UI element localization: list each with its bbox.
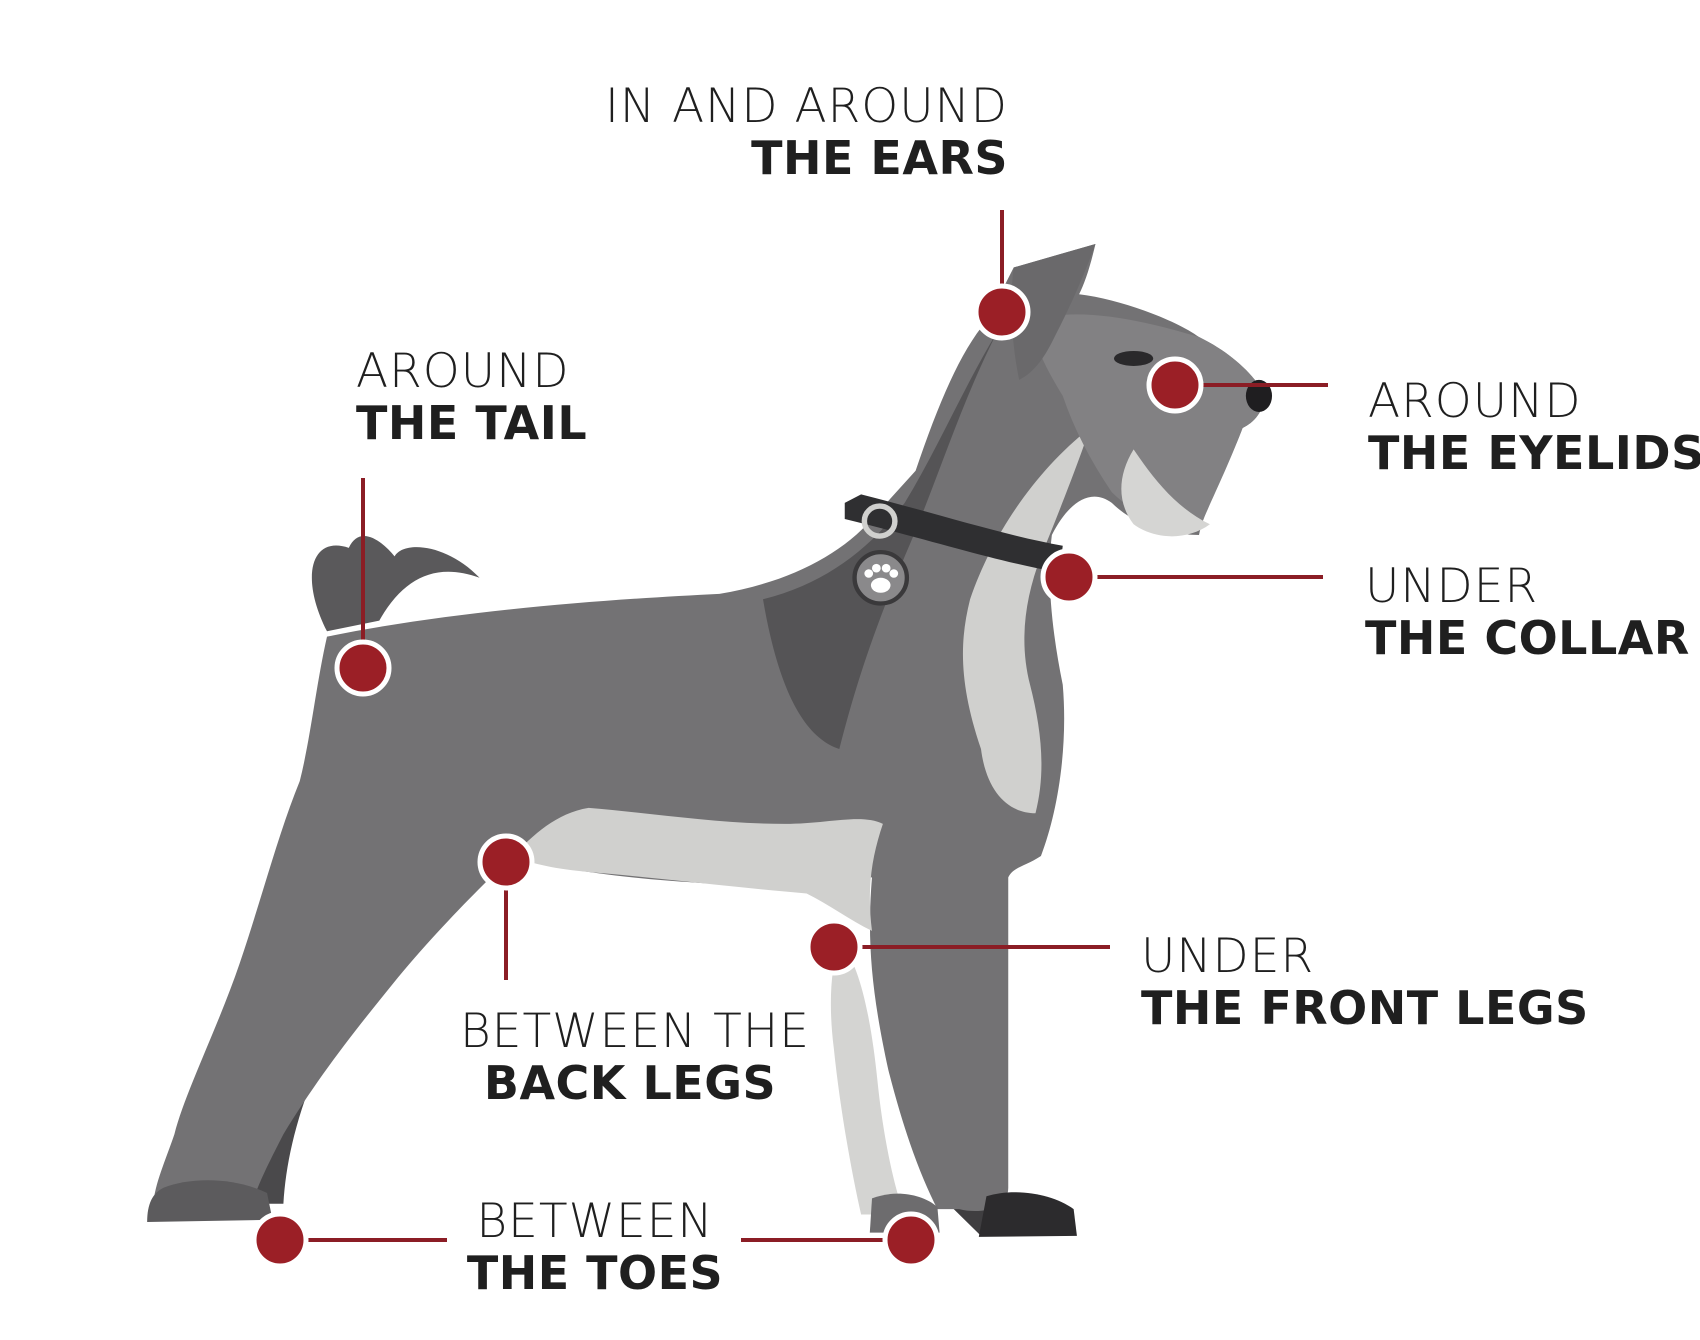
label-collar: UNDER THE COLLAR [1365, 559, 1690, 666]
dog-tail [311, 535, 480, 632]
marker-dot-back-legs [477, 833, 535, 891]
dog-head [1030, 314, 1265, 530]
dog-mane [763, 331, 998, 750]
marker-dot-toes-back [251, 1211, 309, 1269]
dog-body [152, 243, 1265, 1215]
label-back-legs: BETWEEN THE BACK LEGS [460, 1004, 810, 1111]
marker-dot-collar [1040, 548, 1098, 606]
dog-front-paw [978, 1192, 1077, 1237]
collar-ring [861, 503, 898, 539]
dog-collar [844, 494, 1063, 573]
dog-eye [1113, 350, 1154, 366]
dog-back-paw [147, 1180, 273, 1222]
marker-dot-toes-front [882, 1211, 940, 1269]
paw-print-icon [864, 563, 899, 593]
label-toes: BETWEEN THE TOES [466, 1194, 724, 1301]
label-tail: AROUND THE TAIL [356, 344, 588, 451]
label-eyelids: AROUND THE EYELIDS [1368, 374, 1700, 481]
dog-ear [1011, 243, 1096, 380]
dog-front-leg-white [830, 941, 905, 1215]
label-front-legs: UNDER THE FRONT LEGS [1141, 929, 1589, 1036]
marker-dot-ears [973, 283, 1031, 341]
dog-chest-white [962, 428, 1090, 814]
label-ears: IN AND AROUND THE EARS [605, 79, 1008, 186]
checkpoint-markers [251, 210, 1328, 1269]
marker-dot-front-legs [805, 918, 863, 976]
dog-nose [1245, 379, 1273, 412]
marker-dot-eyelids [1146, 356, 1204, 414]
dog-beard [1121, 449, 1210, 537]
dog-belly-white [512, 807, 883, 931]
marker-dot-tail [334, 639, 392, 697]
